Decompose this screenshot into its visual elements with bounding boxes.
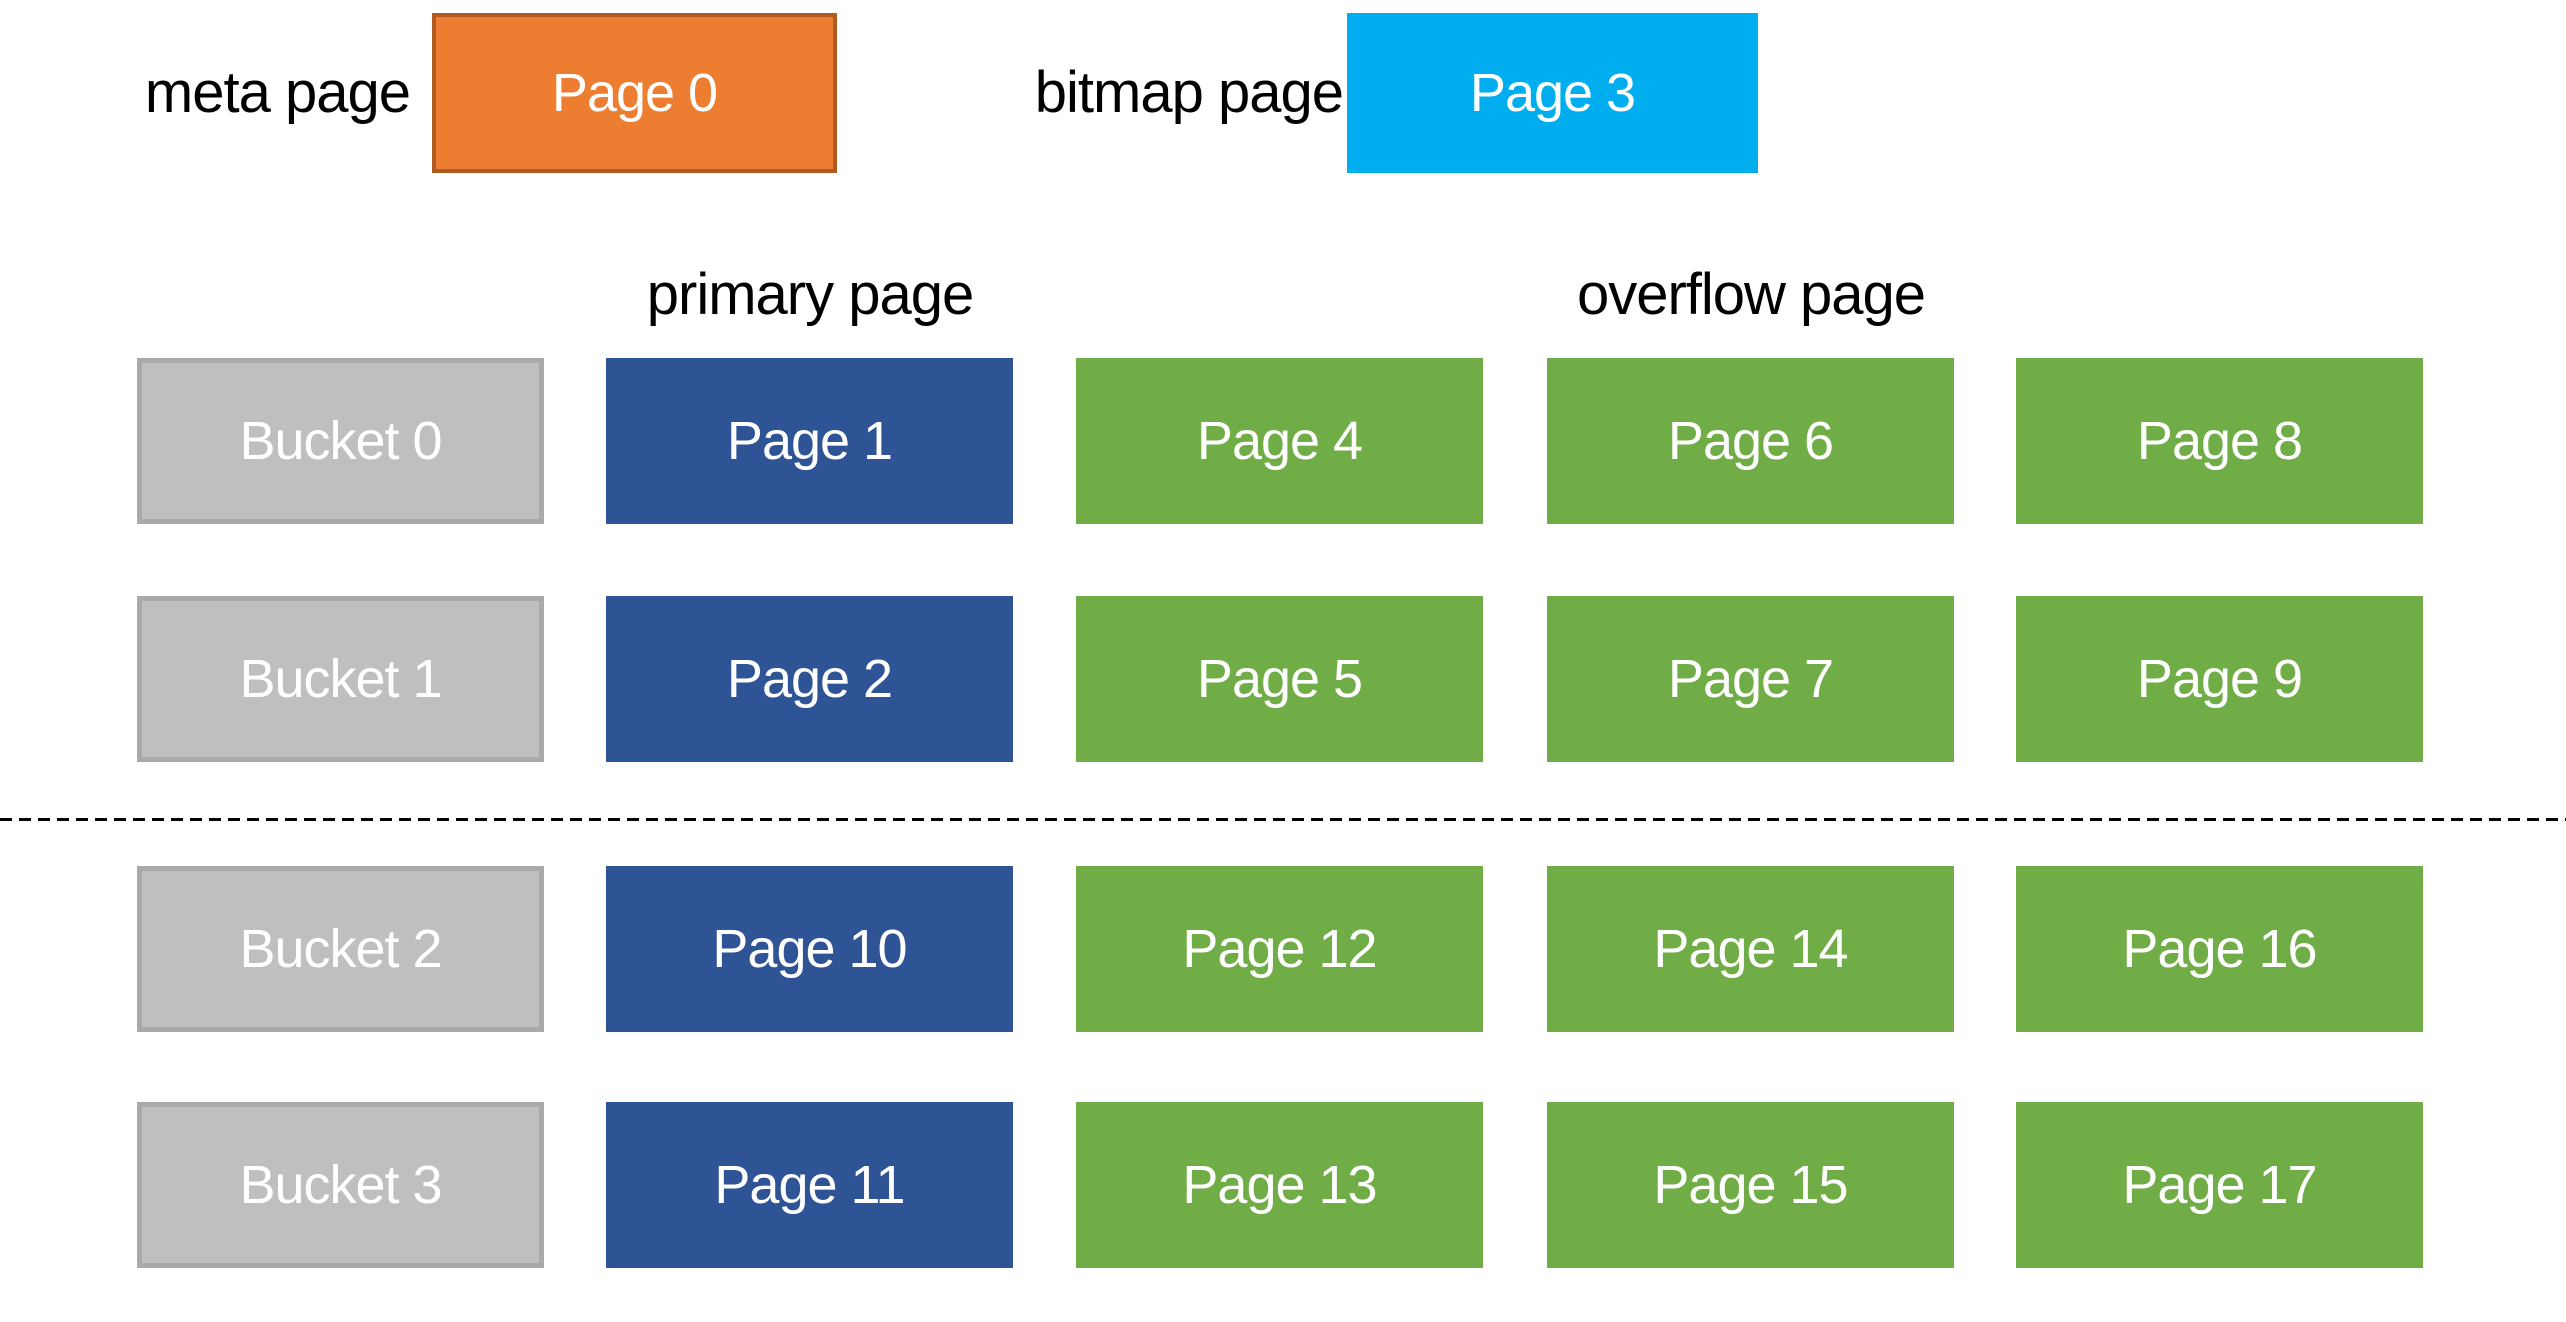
- overflow-page-box: Page 12: [1076, 866, 1483, 1032]
- bitmap-page-box: Page 3: [1347, 13, 1758, 173]
- overflow-page-box-label: Page 9: [2136, 649, 2303, 709]
- overflow-page-box-label: Page 4: [1196, 411, 1363, 471]
- primary-page-box-label: Page 10: [712, 919, 907, 979]
- overflow-page-box-label: Page 13: [1182, 1155, 1377, 1215]
- overflow-page-box-label: Page 16: [2122, 919, 2317, 979]
- overflow-page-box: Page 13: [1076, 1102, 1483, 1268]
- bucket-box: Bucket 2: [137, 866, 544, 1032]
- bucket-box: Bucket 3: [137, 1102, 544, 1268]
- bucket-label: Bucket 0: [239, 411, 442, 471]
- bitmap-page-label: bitmap page: [1034, 60, 1344, 125]
- overflow-page-box: Page 8: [2016, 358, 2423, 524]
- overflow-page-box: Page 6: [1547, 358, 1954, 524]
- overflow-page-box-label: Page 17: [2122, 1155, 2317, 1215]
- bucket-label: Bucket 1: [239, 649, 442, 709]
- meta-page-label: meta page: [144, 60, 411, 125]
- primary-page-box-label: Page 11: [714, 1155, 905, 1215]
- bucket-box: Bucket 1: [137, 596, 544, 762]
- overflow-page-box: Page 15: [1547, 1102, 1954, 1268]
- overflow-page-box-label: Page 14: [1653, 919, 1848, 979]
- primary-page-box: Page 10: [606, 866, 1013, 1032]
- overflow-page-box-label: Page 7: [1667, 649, 1834, 709]
- primary-page-header: primary page: [646, 262, 974, 327]
- primary-page-box: Page 2: [606, 596, 1013, 762]
- overflow-page-box: Page 9: [2016, 596, 2423, 762]
- bucket-label: Bucket 2: [239, 919, 442, 979]
- bucket-split-dashed-line: [0, 818, 2566, 821]
- primary-page-box: Page 1: [606, 358, 1013, 524]
- overflow-page-box: Page 4: [1076, 358, 1483, 524]
- overflow-page-box: Page 5: [1076, 596, 1483, 762]
- overflow-page-box-label: Page 6: [1667, 411, 1834, 471]
- overflow-page-box-label: Page 15: [1653, 1155, 1848, 1215]
- overflow-page-header: overflow page: [1576, 262, 1926, 327]
- overflow-page-box: Page 7: [1547, 596, 1954, 762]
- bucket-label: Bucket 3: [239, 1155, 442, 1215]
- overflow-page-box: Page 17: [2016, 1102, 2423, 1268]
- bucket-box: Bucket 0: [137, 358, 544, 524]
- overflow-page-box: Page 16: [2016, 866, 2423, 1032]
- primary-page-box-label: Page 1: [726, 411, 893, 471]
- overflow-page-box: Page 14: [1547, 866, 1954, 1032]
- overflow-page-box-label: Page 12: [1182, 919, 1377, 979]
- meta-page-box-label: Page 0: [551, 63, 718, 123]
- primary-page-box-label: Page 2: [726, 649, 893, 709]
- primary-page-box: Page 11: [606, 1102, 1013, 1268]
- overflow-page-box-label: Page 8: [2136, 411, 2303, 471]
- meta-page-box: Page 0: [432, 13, 837, 173]
- overflow-page-box-label: Page 5: [1196, 649, 1363, 709]
- bitmap-page-box-label: Page 3: [1469, 63, 1636, 123]
